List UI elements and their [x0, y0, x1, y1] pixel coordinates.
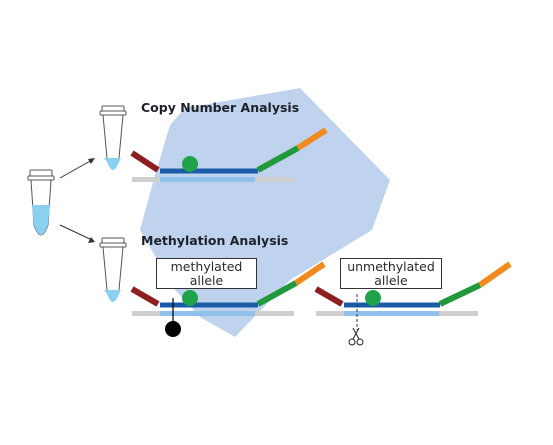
probe-dot	[182, 156, 198, 172]
sample-tube-icon	[27, 169, 55, 236]
methyl-group-icon	[165, 298, 181, 337]
methylation-title: Methylation Analysis	[141, 233, 289, 248]
aliquot-tube-icon	[99, 237, 127, 302]
unmethylated-label-line2: allele	[374, 273, 408, 288]
unmethylated-allele-label: unmethylated allele	[340, 258, 442, 289]
scissors-icon	[348, 327, 364, 346]
copy-number-assay	[130, 127, 328, 182]
methylated-label-line1: methylated	[170, 259, 243, 274]
arrow-icon	[59, 158, 95, 179]
unmethylated-assay	[314, 261, 512, 346]
unmethylated-label-line1: unmethylated	[347, 259, 435, 274]
probe-dot	[365, 290, 381, 306]
methylated-assay	[130, 261, 326, 337]
probe-dot	[182, 290, 198, 306]
arrow-icon	[59, 224, 95, 243]
methylated-allele-label: methylated allele	[156, 258, 257, 289]
aliquot-tube-icon	[99, 105, 127, 170]
methylated-label-line2: allele	[189, 273, 224, 288]
copy-number-title: Copy Number Analysis	[141, 100, 300, 115]
